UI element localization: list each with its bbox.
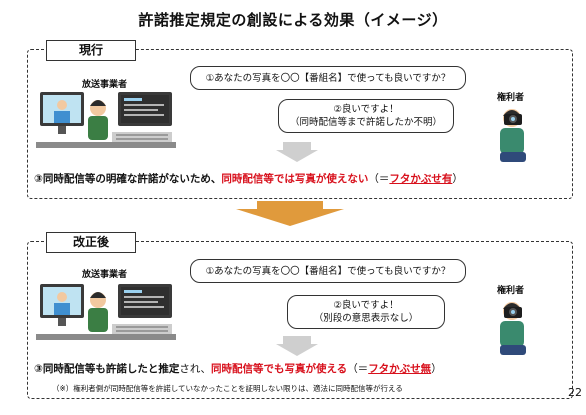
page-number: 22	[568, 386, 582, 399]
broadcaster-illustration	[36, 88, 176, 150]
permission-request-bubble: ①あなたの写真を〇〇【番組名】で使っても良いですか？	[190, 259, 466, 283]
answer-line-1: ②良いですよ！	[333, 104, 399, 115]
permission-answer-bubble: ②良いですよ！ （別段の意思表示なし）	[287, 295, 445, 329]
transition-arrow-stem	[257, 201, 323, 210]
result-arrow-stem	[283, 336, 311, 344]
revised-section-tab: 改正後	[46, 232, 136, 253]
rightholder-illustration	[486, 297, 542, 357]
permission-request-text: ①あなたの写真を〇〇【番組名】で使っても良いですか？	[205, 265, 451, 277]
result-arrow-head	[276, 150, 318, 162]
result-part-3: 同時配信等でも写真が使える	[211, 363, 348, 375]
answer-line-2: （別段の意思表示なし）	[313, 313, 419, 324]
footnote: （※）権利者側が同時配信等を許諾していなかったことを証明しない限りは、適法に同時…	[52, 384, 403, 393]
result-part-5: ）	[452, 173, 463, 185]
result-part-4: （＝	[347, 363, 369, 375]
result-part-6: ）	[431, 363, 442, 375]
current-section	[27, 49, 573, 199]
revised-result-text: ③同時配信等も許諾したと推定され、同時配信等でも写真が使える（＝フタかぶせ無）	[34, 362, 442, 376]
rightholder-label: 権利者	[497, 93, 525, 103]
result-part-1: ③同時配信等の明確な許諾がないため、	[34, 173, 222, 185]
rightholder-illustration	[486, 104, 542, 164]
result-part-4: フタかぶせ有	[389, 173, 453, 185]
result-arrow-head	[276, 344, 318, 356]
rightholder-label: 権利者	[497, 286, 525, 296]
permission-answer-bubble: ②良いですよ！ （同時配信等まで許諾したか不明）	[278, 99, 454, 133]
result-part-5: フタかぶせ無	[368, 363, 432, 375]
transition-arrow-head	[236, 209, 344, 226]
answer-line-1: ②良いですよ！	[333, 300, 399, 311]
current-section-tab: 現行	[46, 40, 136, 61]
permission-request-bubble: ①あなたの写真を〇〇【番組名】で使っても良いですか？	[190, 66, 466, 90]
result-part-2: され、	[179, 363, 211, 375]
revised-section	[27, 241, 573, 399]
result-part-1: ③同時配信等も許諾したと推定	[34, 363, 180, 375]
permission-request-text: ①あなたの写真を〇〇【番組名】で使っても良いですか？	[205, 72, 451, 84]
broadcaster-label: 放送事業者	[82, 270, 128, 280]
broadcaster-illustration	[36, 280, 176, 342]
broadcaster-label: 放送事業者	[82, 80, 128, 90]
result-part-2: 同時配信等では写真が使えない	[221, 173, 369, 185]
current-result-text: ③同時配信等の明確な許諾がないため、同時配信等では写真が使えない（＝フタかぶせ有…	[34, 172, 463, 186]
result-arrow-stem	[283, 142, 311, 150]
result-part-3: （＝	[368, 173, 390, 185]
page-title: 許諾推定規定の創設による効果（イメージ）	[138, 11, 448, 29]
answer-line-2: （同時配信等まで許諾したか不明）	[289, 117, 442, 128]
